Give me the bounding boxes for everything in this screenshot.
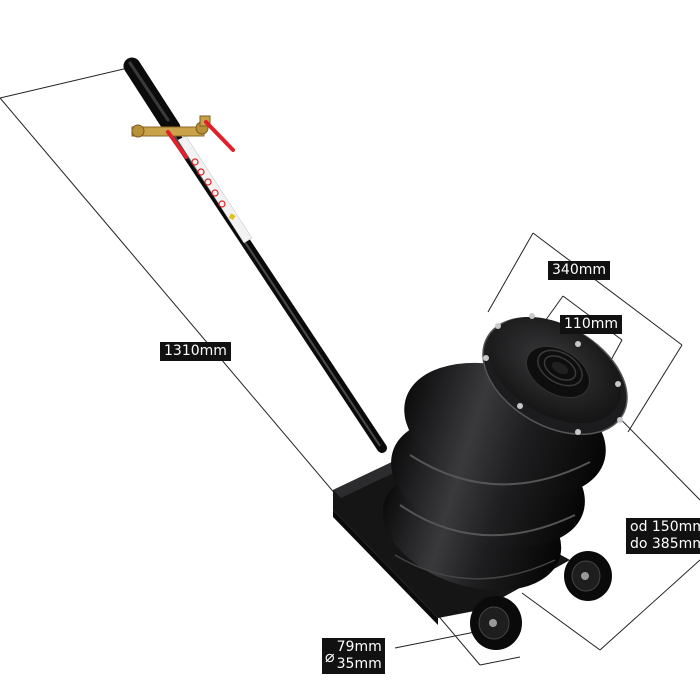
wheel-dimensions: 79mm 35mm	[337, 639, 382, 673]
wheel-size-label: ⌀ 79mm 35mm	[322, 638, 385, 674]
height-max-label: do 385mm	[630, 536, 700, 552]
length-label: 1310mm	[160, 342, 231, 361]
height-range-label: od 150mm do 385mm	[626, 518, 700, 554]
top-plate	[482, 313, 628, 436]
wheel-rear	[564, 551, 612, 601]
wheel-width-label: 35mm	[336, 656, 382, 672]
height-min-label: od 150mm	[630, 519, 700, 535]
wheel-diameter-label: 79mm	[336, 639, 382, 655]
plate-diameter-label: 110mm	[560, 315, 622, 334]
wheel-front	[470, 596, 522, 650]
handle-bar	[123, 57, 387, 453]
diameter-symbol-icon: ⌀	[325, 646, 335, 666]
valve-assembly	[131, 115, 235, 159]
warning-stickers	[177, 135, 253, 244]
diameter-label: 340mm	[548, 261, 610, 280]
